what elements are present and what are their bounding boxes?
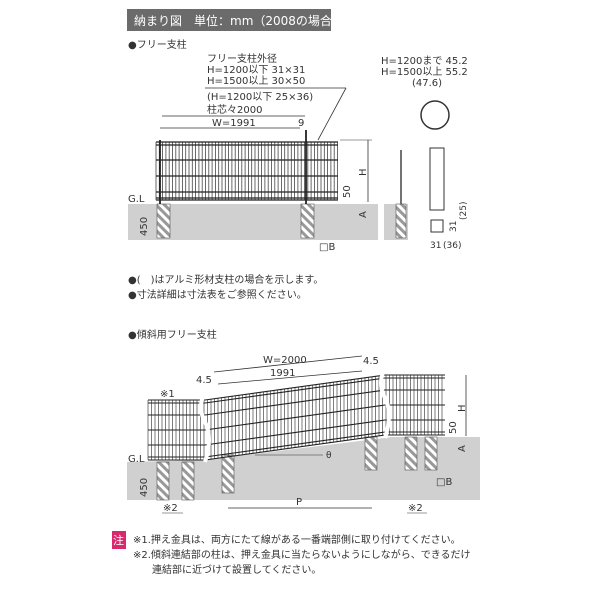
- note1-1: ●寸法詳細は寸法表をご参照ください。: [128, 288, 307, 301]
- a2-label: A: [457, 445, 468, 452]
- w-inner-label: 1991: [270, 368, 295, 379]
- note1-0: ●( )はアルミ形材支柱の場合を示します。: [128, 273, 323, 286]
- footnote-2: 連結部に近づけて設置してください。: [152, 563, 321, 576]
- mark2-left-label: ※2: [163, 503, 178, 514]
- section2-title: ●傾斜用フリー支柱: [128, 328, 217, 341]
- header-bar: [127, 9, 331, 31]
- mesh-wire: [204, 419, 386, 446]
- fifty2-label: 50: [448, 421, 459, 434]
- post-foundation: [156, 461, 170, 501]
- mark1-label: ※1: [160, 389, 175, 400]
- offset-left-label: 4.5: [196, 375, 212, 386]
- h-label: H: [358, 168, 369, 176]
- center-label: 柱芯々2000: [207, 103, 262, 116]
- break-mark: [199, 391, 211, 463]
- fifty-label: 50: [342, 185, 353, 198]
- sloped-fence-panel: [147, 367, 445, 463]
- b2-label: □B: [436, 477, 452, 488]
- gl2-label: G.L: [128, 454, 145, 465]
- width-label: W=1991: [212, 118, 256, 129]
- header-title: 納まり図 単位：mm（2008の場合）: [134, 13, 344, 28]
- p-label: P: [296, 497, 302, 508]
- depth-label: 450: [139, 217, 150, 236]
- post-spec-2: H=1500以上 30×50: [207, 75, 305, 87]
- offset-right-label: 4.5: [363, 356, 379, 367]
- gap-label: 9: [298, 118, 304, 129]
- section1-title: ●フリー支柱: [128, 38, 187, 51]
- mesh-wire: [204, 377, 386, 404]
- post-d-label: 31: [449, 221, 459, 232]
- post-foundation: [404, 436, 418, 471]
- footnote-0: ※1.押え金具は、両方にたて線がある一番端部側に取り付けてください。: [133, 533, 461, 546]
- mark2-right-label: ※2: [408, 503, 423, 514]
- gl-label: G.L: [128, 194, 145, 205]
- post-spec-3: (H=1200以下 25×36): [207, 92, 313, 103]
- fence-panel: [155, 130, 338, 204]
- b-label: □B: [319, 242, 335, 253]
- post-spec-1: H=1200以下 31×31: [207, 65, 305, 76]
- post-spec-0: フリー支柱外径: [207, 52, 277, 65]
- post-w-alt-label: (36): [443, 241, 461, 251]
- h2-label: H: [457, 404, 468, 412]
- post-foundation: [424, 436, 438, 471]
- post-w-label: 31: [430, 241, 441, 251]
- theta-label: θ: [326, 451, 332, 461]
- footnote-1: ※2.傾斜連結部の柱は、押え金具に当たらないようにしながら、できるだけ: [133, 548, 471, 561]
- depth2-label: 450: [139, 478, 150, 497]
- post-foundation: [181, 461, 195, 501]
- note-badge-text: 注: [113, 533, 124, 547]
- break-mark: [379, 367, 391, 439]
- mesh-wire: [204, 374, 386, 401]
- clamp-spec-2: (47.6): [412, 78, 442, 89]
- a-label: A: [358, 211, 369, 218]
- post-foundation: [221, 454, 235, 494]
- mesh-wire: [204, 404, 386, 431]
- mesh-wire: [204, 389, 386, 416]
- clamp-spec-0: H=1200まで 45.2: [381, 55, 468, 67]
- post-foundation: [364, 436, 378, 471]
- mesh-wire: [204, 434, 386, 461]
- mesh-wire: [204, 431, 386, 458]
- note-badge: [112, 531, 126, 549]
- post-d-alt-label: (25): [459, 202, 469, 220]
- w-label: W=2000: [263, 355, 307, 366]
- clamp-spec-1: H=1500以上 55.2: [381, 66, 468, 78]
